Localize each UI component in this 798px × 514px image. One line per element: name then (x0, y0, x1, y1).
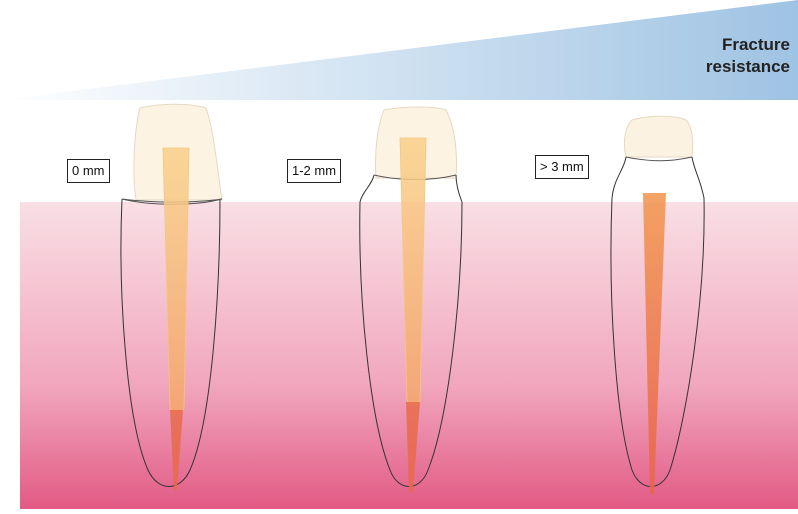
label-1-2mm: 1-2 mm (287, 159, 341, 183)
fracture-resistance-wedge (0, 0, 798, 100)
label-3mm: > 3 mm (535, 155, 589, 179)
tooth-3mm-margin (626, 157, 692, 161)
title-line-2: resistance (706, 56, 790, 78)
tooth-3mm-crown (624, 116, 692, 157)
label-0mm: 0 mm (67, 159, 110, 183)
fracture-resistance-title: Fracture resistance (706, 34, 790, 78)
title-line-1: Fracture (706, 34, 790, 56)
